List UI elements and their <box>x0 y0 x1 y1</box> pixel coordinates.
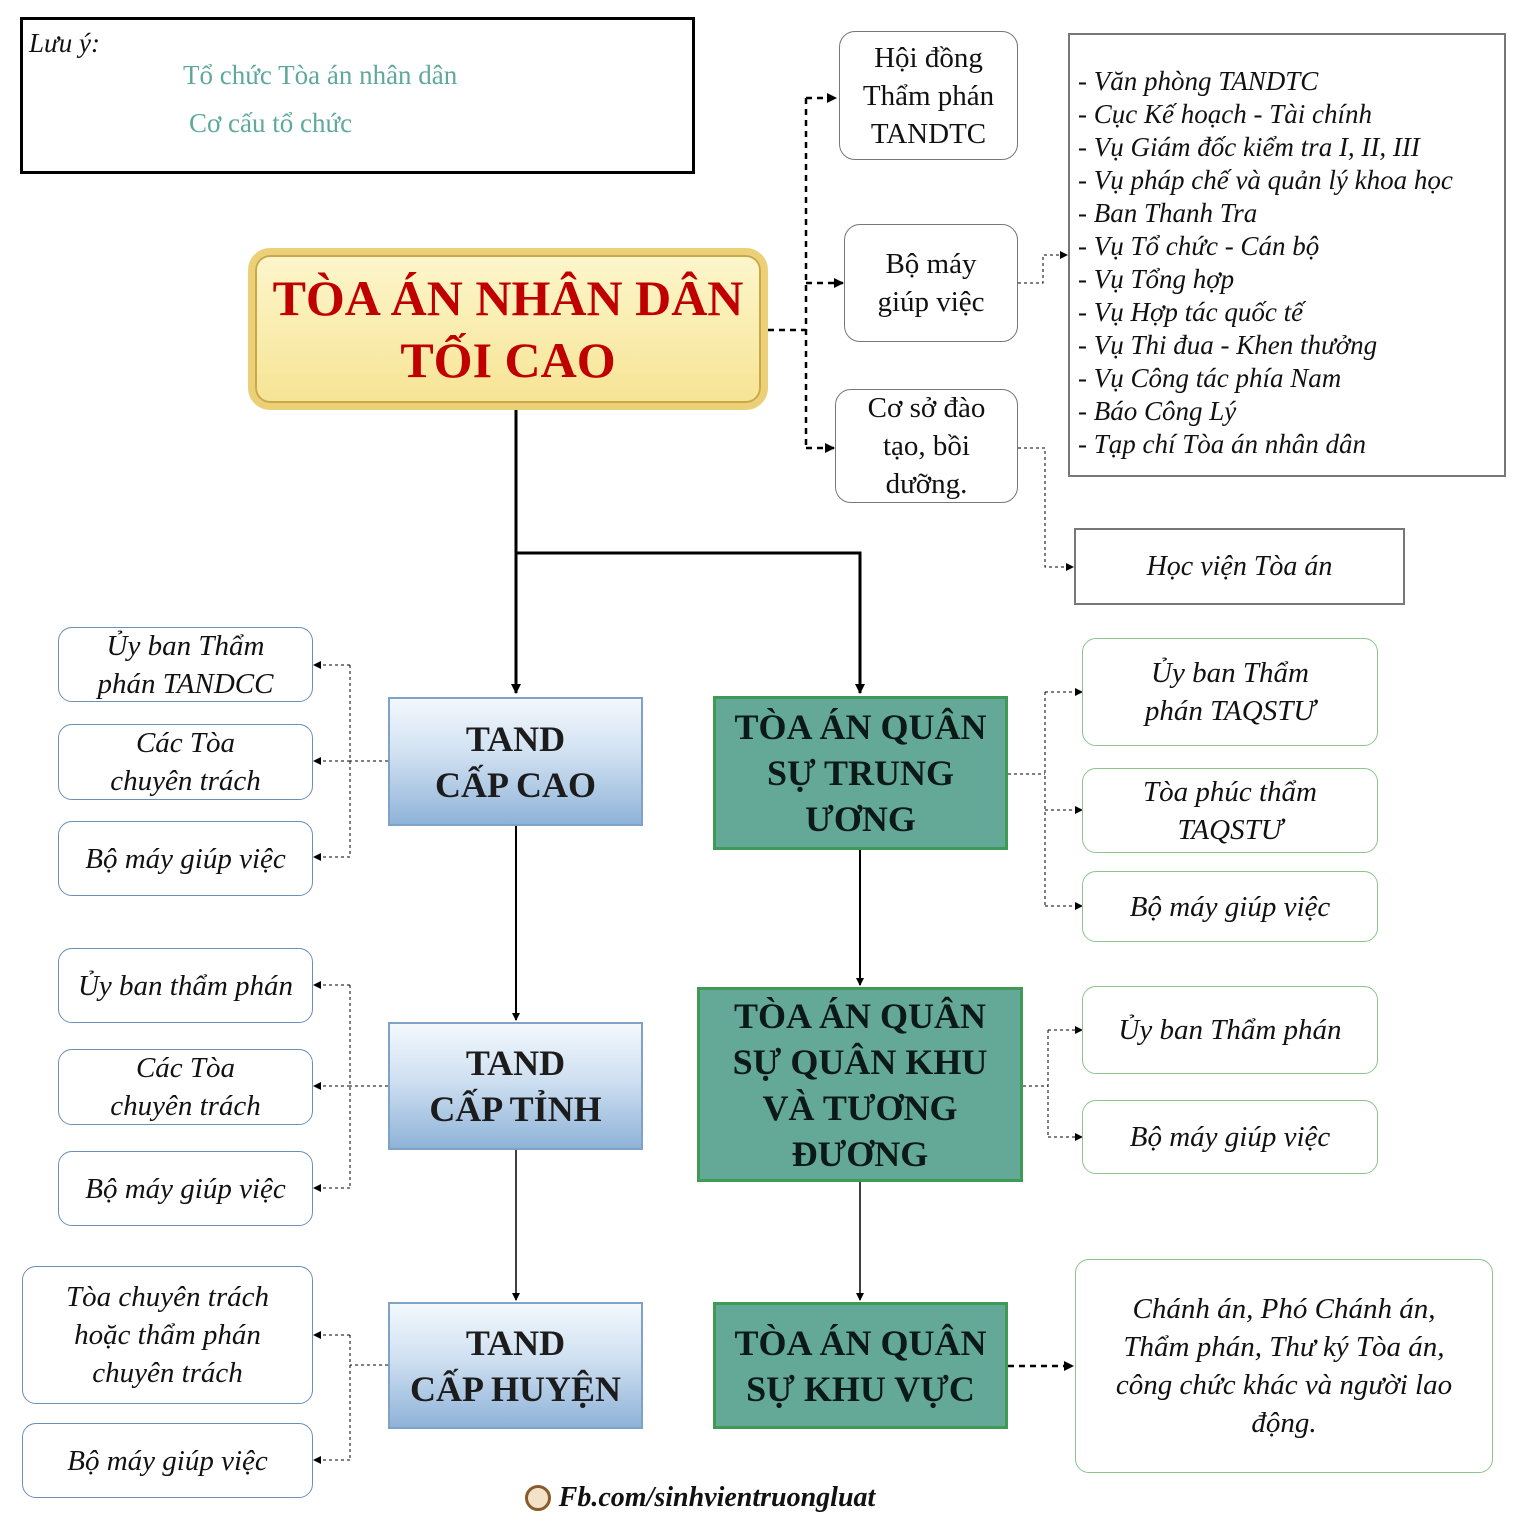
judicial-council-box: Hội đồng Thẩm phán TANDTC <box>839 31 1018 160</box>
area-military-court-box: TÒA ÁN QUÂN SỰ KHU VỰC <box>713 1302 1008 1429</box>
footer: Fb.com/sinhvientruongluat <box>500 1478 900 1518</box>
province-specialized-courts-note: Các Tòa chuyên trách <box>58 1049 313 1125</box>
note-line: Tòa phúc thẩm <box>1143 775 1317 808</box>
central-military-court-line2: SỰ TRUNG <box>766 753 955 793</box>
support-apparatus-box: Bộ máy giúp việc <box>844 224 1018 342</box>
central-military-court-line1: TÒA ÁN QUÂN <box>734 707 987 747</box>
high-court-line1: TAND <box>465 718 566 759</box>
central-military-court-line3: ƯƠNG <box>805 799 916 839</box>
high-specialized-courts-note: Các Tòa chuyên trách <box>58 724 313 800</box>
apparatus-item: - Vụ Tổng hợp <box>1078 264 1235 294</box>
apparatus-item: - Vụ Hợp tác quốc tế <box>1078 297 1304 327</box>
provincial-court-line1: TAND <box>465 1043 566 1083</box>
apparatus-item: - Báo Công Lý <box>1078 396 1237 426</box>
note-line: chuyên trách <box>110 765 261 797</box>
court-academy-box: Học viện Tòa án <box>1074 528 1405 605</box>
regional-military-court-line1: TÒA ÁN QUÂN <box>733 995 986 1036</box>
legend-dashed-label: Cơ cấu tổ chức <box>189 108 353 138</box>
note-line: Ủy ban Thẩm <box>1151 657 1309 689</box>
high-court-box: TAND CẤP CAO <box>388 697 643 826</box>
note-line: công chức khác và người lao <box>1115 1369 1453 1401</box>
central-support-apparatus-note: Bộ máy giúp việc <box>1082 871 1378 942</box>
judicial-council-line3: TANDTC <box>870 117 987 150</box>
provincial-court-box: TAND CẤP TỈNH <box>388 1022 643 1150</box>
note-line: Các Tòa <box>135 1052 236 1084</box>
apparatus-item: - Văn phòng TANDTC <box>1078 66 1319 96</box>
regional-support-apparatus-note: Bộ máy giúp việc <box>1082 1100 1378 1174</box>
apparatus-item: - Vụ pháp chế và quản lý khoa học <box>1078 165 1453 195</box>
apparatus-list: - Văn phòng TANDTC - Cục Kế hoạch - Tài … <box>1068 33 1506 477</box>
training-facility-line1: Cơ sở đào <box>867 392 986 424</box>
apparatus-item: - Vụ Tổ chức - Cán bộ <box>1078 231 1320 261</box>
judicial-council-line1: Hội đồng <box>874 41 983 74</box>
root-dashed-structure <box>768 93 844 453</box>
district-support-apparatus-note: Bộ máy giúp việc <box>22 1423 313 1498</box>
province-judges-committee-note: Ủy ban thẩm phán <box>58 948 313 1023</box>
legend-title: Lưu ý: <box>29 28 100 58</box>
regional-judges-committee-note: Ủy ban Thẩm phán <box>1082 986 1378 1074</box>
note-line: hoặc thẩm phán <box>74 1319 261 1351</box>
judicial-council-line2: Thẩm phán <box>862 79 995 112</box>
supreme-court-title-line2: TỐI CAO <box>400 332 616 388</box>
note-line: chuyên trách <box>110 1090 261 1122</box>
apparatus-item: - Cục Kế hoạch - Tài chính <box>1078 99 1372 129</box>
regional-military-court-line2: SỰ QUÂN KHU <box>732 1041 988 1082</box>
note-line: Bộ máy giúp việc <box>1129 1121 1331 1153</box>
support-apparatus-line2: giúp việc <box>877 286 985 318</box>
apparatus-item: - Vụ Thi đua - Khen thưởng <box>1078 330 1378 360</box>
apparatus-item: - Tạp chí Tòa án nhân dân <box>1078 429 1367 459</box>
supreme-court-box: TÒA ÁN NHÂN DÂN TỐI CAO <box>248 248 768 410</box>
legend-solid-label: Tổ chức Tòa án nhân dân <box>183 60 458 90</box>
provincial-court-line2: CẤP TỈNH <box>429 1089 602 1129</box>
note-line: TAQSTƯ <box>1177 813 1283 846</box>
high-support-apparatus-note: Bộ máy giúp việc <box>58 821 313 896</box>
area-military-court-line1: TÒA ÁN QUÂN <box>734 1322 987 1363</box>
area-court-staff-note: Chánh án, Phó Chánh án, Thẩm phán, Thư k… <box>1075 1259 1493 1473</box>
note-line: Tòa chuyên trách <box>66 1281 269 1313</box>
high-court-line2: CẤP CAO <box>435 764 596 805</box>
note-line: chuyên trách <box>92 1357 243 1389</box>
solid-hierarchy <box>511 410 865 1301</box>
legend: Lưu ý: Tổ chức Tòa án nhân dân Cơ cấu tổ… <box>20 17 695 174</box>
support-apparatus-line1: Bộ máy <box>885 248 977 280</box>
secondary-dashed <box>313 251 1083 1464</box>
note-line: Các Tòa <box>135 727 236 759</box>
regional-military-court-line4: ĐƯƠNG <box>791 1133 929 1174</box>
note-line: Bộ máy giúp việc <box>67 1444 268 1477</box>
training-facility-line3: dưỡng. <box>885 468 968 500</box>
district-specialized-note: Tòa chuyên trách hoặc thẩm phán chuyên t… <box>22 1266 313 1404</box>
graduation-cap-icon <box>524 1485 551 1511</box>
apparatus-item: - Vụ Công tác phía Nam <box>1078 363 1342 393</box>
area-military-court-line2: SỰ KHU VỰC <box>746 1368 975 1409</box>
note-line: Thẩm phán, Thư ký Tòa án, <box>1123 1331 1445 1363</box>
province-support-apparatus-note: Bộ máy giúp việc <box>58 1151 313 1226</box>
footer-link[interactable]: Fb.com/sinhvientruongluat <box>558 1482 876 1513</box>
high-judges-committee-note: Ủy ban Thẩm phán TANDCC <box>58 627 313 702</box>
note-line: Bộ máy giúp việc <box>85 842 286 875</box>
district-court-box: TAND CẤP HUYỆN <box>388 1302 643 1429</box>
apparatus-item: - Vụ Giám đốc kiểm tra I, II, III <box>1078 132 1420 162</box>
district-court-line2: CẤP HUYỆN <box>409 1368 621 1409</box>
court-academy-label: Học viện Tòa án <box>1146 550 1333 582</box>
apparatus-item: - Ban Thanh Tra <box>1078 198 1258 228</box>
training-facility-box: Cơ sở đào tạo, bồi dưỡng. <box>835 389 1018 503</box>
note-line: Ủy ban Thẩm <box>106 629 265 662</box>
note-line: Ủy ban Thẩm phán <box>1118 1014 1342 1046</box>
note-line: phán TANDCC <box>97 667 274 700</box>
note-line: Ủy ban thẩm phán <box>77 969 294 1002</box>
regional-military-court-box: TÒA ÁN QUÂN SỰ QUÂN KHU VÀ TƯƠNG ĐƯƠNG <box>697 987 1023 1182</box>
note-line: Chánh án, Phó Chánh án, <box>1132 1293 1436 1325</box>
note-line: phán TAQSTƯ <box>1144 695 1316 727</box>
central-military-court-box: TÒA ÁN QUÂN SỰ TRUNG ƯƠNG <box>713 696 1008 850</box>
district-court-line1: TAND <box>465 1322 566 1363</box>
note-line: Bộ máy giúp việc <box>1129 890 1331 923</box>
training-facility-line2: tạo, bồi <box>882 430 970 462</box>
note-line: động. <box>1251 1407 1317 1439</box>
supreme-court-title-line1: TÒA ÁN NHÂN DÂN <box>272 270 744 326</box>
regional-military-court-line3: VÀ TƯƠNG <box>762 1087 958 1128</box>
note-line: Bộ máy giúp việc <box>85 1172 286 1205</box>
central-judges-committee-note: Ủy ban Thẩm phán TAQSTƯ <box>1082 638 1378 746</box>
